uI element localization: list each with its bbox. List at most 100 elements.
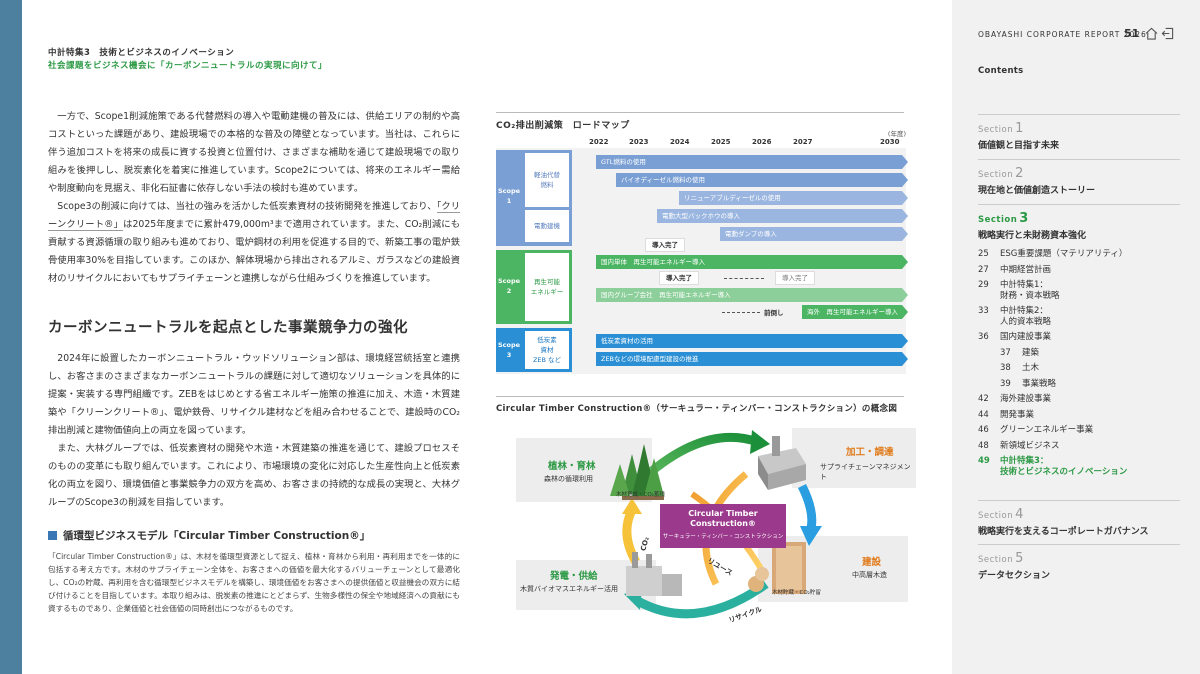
arrow-biodiesel: バイオディーゼル燃料の使用 [616, 173, 908, 187]
body-text-top: 一方で、Scope1削減施策である代替燃料の導入や電動建機の普及には、供給エリア… [48, 108, 460, 288]
left-color-strip [0, 0, 22, 674]
node-processing-sub: サプライチェーンマネジメント [820, 463, 911, 481]
power-plant-illustration [626, 552, 682, 596]
arrow-group-re: 国内グループ会社 再生可能エネルギー導入 [596, 288, 908, 302]
year-2024: 2024 [670, 138, 690, 146]
arrow-electric-dump: 電動ダンプの導入 [720, 227, 908, 241]
node-construction-title: 建設 [862, 557, 882, 568]
section-heading: カーボンニュートラルを起点とした事業競争力の強化 [48, 320, 408, 336]
category-electric: 電動建機 [525, 210, 569, 242]
forest-illustration [610, 444, 664, 500]
scope2-label: Scope 2 [497, 277, 521, 295]
arrow-gtl: GTL燃料の使用 [596, 155, 908, 169]
category-low-carbon: 低炭素 資材 ZEB など [525, 331, 569, 369]
paragraph-circular: 「Circular Timber Construction®」は、木材を循環型資… [48, 552, 460, 613]
badge-done-1: 導入完了 [646, 239, 684, 251]
report-page: 中計特集3 技術とビジネスのイノベーション 社会課題をビジネス機会に「カーボンニ… [22, 0, 952, 674]
category-renewable: 再生可能 エネルギー [525, 253, 569, 321]
roadmap-unit: (年度) [887, 130, 906, 138]
paragraph-wood-solution: 2024年に設置したカーボンニュートラル・ウッドソリューション部は、環境経営統括… [48, 353, 460, 436]
circular-diagram: 植林・育林 森林の循環利用 木材育成・CO₂蓄積 加工・調達 サプライチェーンマ… [496, 414, 916, 644]
processing-bg [792, 428, 916, 488]
building-illustration [748, 542, 806, 594]
arrowhead-yellow [622, 498, 642, 514]
arrow-overseas-re: 海外 再生可能エネルギー導入 [802, 305, 908, 319]
arrow-renewable-diesel: リニューアブルディーゼルの使用 [679, 191, 908, 205]
center-box [660, 504, 786, 548]
factory-illustration [758, 436, 806, 490]
scope1-label: Scope 1 [497, 187, 521, 205]
roadmap-chart: (年度) 2022 2023 2024 2025 2026 2027 2030 … [496, 126, 906, 374]
arrowhead-blue [800, 526, 822, 546]
badge-done-3: 導入完了 [776, 272, 814, 284]
arrow-processing-to-construction [797, 483, 817, 534]
page-header-title: 中計特集3 技術とビジネスのイノベーション [48, 48, 235, 58]
center-title-2: Construction® [690, 519, 756, 528]
subsection-heading: 循環型ビジネスモデル「Circular Timber Construction®… [48, 528, 370, 543]
toc-sidebar: OBAYASHI CORPORATE REPORT 2026 51 Conten… [952, 0, 1200, 674]
node-planting-title: 植林・育林 [548, 461, 596, 472]
year-2026: 2026 [752, 138, 772, 146]
roadmap-top-rule [496, 112, 904, 113]
category-fuel: 軽油代替 燃料 [525, 153, 569, 207]
dashed-arrow-1 [724, 278, 764, 279]
circular-diagram-graphic [516, 428, 916, 619]
node-construction-sub: 中高層木造 [852, 571, 887, 579]
label-front-loaded: 前倒し [764, 309, 784, 317]
center-title-1: Circular Timber [688, 509, 758, 518]
node-planting-sub: 森林の循環利用 [544, 475, 593, 483]
clean-crete-link[interactable]: 「クリーンクリート®」 [48, 201, 460, 231]
arrow-recycle [633, 580, 769, 619]
node-power-sub: 木質バイオマスエネルギー活用 [520, 585, 618, 593]
arrow-zeb: ZEBなどの環境配慮型建設の推進 [596, 352, 908, 366]
circular-top-rule [496, 396, 904, 397]
dashed-arrow-2 [722, 312, 760, 313]
arrowhead-green [750, 430, 770, 454]
roadmap-title: CO₂排出削減策 ロードマップ [496, 121, 630, 131]
circular-diagram-title: Circular Timber Construction®（サーキュラー・ティン… [496, 404, 898, 414]
arrow-low-carbon-materials: 低炭素資材の活用 [596, 334, 908, 348]
arrow-electric-backhoe: 電動大型バックホウの導入 [657, 209, 908, 223]
node-construction-caption: 木材貯蔵・CO₂貯留 [772, 590, 821, 596]
paragraph-scope3: Scope3の削減に向けては、当社の強みを活かした低炭素資材の技術開発を推進して… [48, 201, 460, 284]
year-2030: 2030 [880, 138, 900, 146]
node-planting-caption: 木材育成・CO₂蓄積 [616, 492, 665, 498]
sidebar-icons [1145, 27, 1174, 40]
year-2027: 2027 [793, 138, 813, 146]
page-header-subtitle: 社会課題をビジネス機会に「カーボンニュートラルの実現に向けて」 [48, 61, 328, 71]
node-processing-title: 加工・調達 [846, 447, 894, 458]
paragraph-group: また、大林グループでは、低炭素資材の開発や木造・木質建築の推進を通じて、建設プロ… [48, 443, 460, 508]
year-2025: 2025 [711, 138, 731, 146]
center-subtitle: サーキュラー・ティンバー・コンストラクション [662, 534, 784, 540]
paragraph-scope1: 一方で、Scope1削減施策である代替燃料の導入や電動建機の普及には、供給エリア… [48, 111, 460, 194]
home-icon[interactable] [1145, 27, 1158, 40]
year-2022: 2022 [589, 138, 609, 146]
back-icon[interactable] [1161, 27, 1174, 40]
contents-heading: Contents [978, 66, 1024, 76]
arrow-forest-to-processing [643, 432, 760, 480]
year-2023: 2023 [629, 138, 649, 146]
body-text-middle: 2024年に設置したカーボンニュートラル・ウッドソリューション部は、環境経営統括… [48, 350, 460, 512]
arrow-domestic-re: 国内単体 再生可能エネルギー導入 [596, 255, 908, 269]
scope3-label: Scope 3 [497, 341, 521, 359]
heading-square-icon [48, 531, 57, 540]
